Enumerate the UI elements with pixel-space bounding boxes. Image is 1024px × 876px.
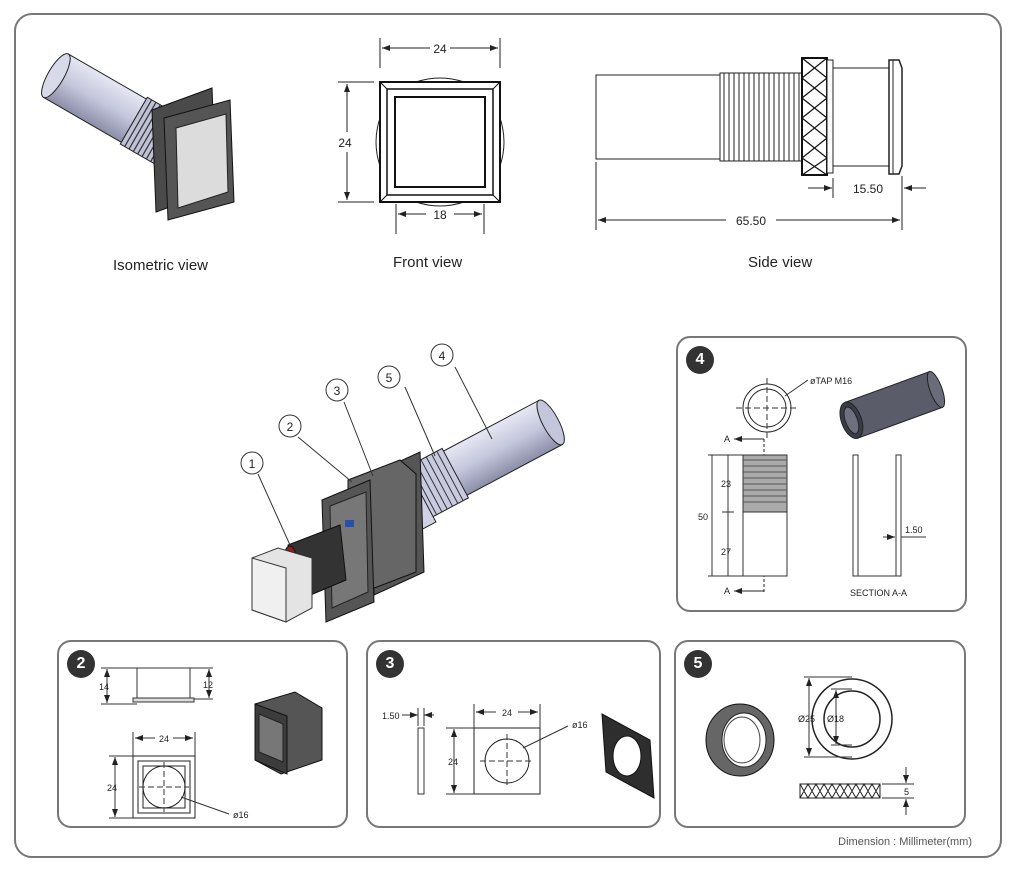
hole-dim: ø16 (233, 810, 249, 820)
dimension-unit-note: Dimension : Millimeter(mm) (838, 836, 972, 848)
part-2-drawing: 14 12 24 24 ø16 (99, 667, 323, 820)
front-view-caption: Front view (393, 254, 463, 271)
callout-4: 4 (439, 349, 446, 363)
part-2-badge: 2 (67, 650, 95, 678)
front-width-dim: 24 (433, 42, 447, 56)
side-total-length-dim: 65.50 (736, 214, 766, 228)
part-2-panel: 2 14 12 24 24 ø16 (57, 640, 348, 828)
callout-3: 3 (334, 384, 341, 398)
wall-thickness-dim: 1.50 (905, 525, 923, 535)
height-dim: 24 (107, 783, 117, 793)
length-plain-dim: 27 (721, 547, 731, 557)
hole-dim: ø16 (572, 720, 588, 730)
inner-diameter-dim: Ø18 (827, 714, 844, 724)
part-5-drawing: Ø25 Ø18 5 (705, 676, 914, 815)
isometric-view-drawing (41, 53, 235, 221)
part-3-drawing: 1.50 24 24 ø16 (382, 704, 655, 799)
section-arrow-bottom: A (724, 586, 730, 596)
part-3-panel: 3 1.50 24 24 ø16 (366, 640, 661, 828)
length-thread-dim: 23 (721, 479, 731, 489)
section-label: SECTION A-A (850, 588, 907, 598)
thickness-dim: 5 (904, 787, 909, 797)
isometric-view-caption: Isometric view (113, 257, 209, 274)
inner-height-dim: 12 (203, 680, 213, 690)
section-arrow-top: A (724, 434, 730, 444)
part-5-panel: 5 Ø25 Ø18 5 (674, 640, 966, 828)
side-front-length-dim: 15.50 (853, 182, 883, 196)
tap-label: øTAP M16 (810, 376, 852, 386)
exploded-assembly-drawing: 1 2 3 5 4 (240, 343, 565, 623)
outer-height-dim: 14 (99, 682, 109, 692)
height-dim: 24 (448, 757, 458, 767)
thickness-dim: 1.50 (382, 711, 400, 721)
part-5-badge: 5 (684, 650, 712, 678)
side-view-drawing: 15.50 65.50 (595, 57, 926, 230)
front-inner-dim: 18 (433, 208, 447, 222)
part-4-panel: 4 øTAP M16 A A 50 23 27 1.50 (676, 336, 967, 612)
outer-diameter-dim: Ø25 (798, 714, 815, 724)
callout-bubbles (240, 343, 454, 475)
front-view-drawing: 24 24 18 (338, 38, 505, 234)
callout-5: 5 (386, 371, 393, 385)
callout-2: 2 (287, 420, 294, 434)
drawing-frame (14, 13, 1002, 858)
length-total-dim: 50 (698, 512, 708, 522)
front-height-dim: 24 (338, 136, 352, 150)
part-3-badge: 3 (376, 650, 404, 678)
part-4-badge: 4 (686, 346, 714, 374)
side-view-caption: Side view (748, 254, 813, 271)
part-4-drawing: øTAP M16 A A 50 23 27 1.50 SECTION A-A (698, 370, 946, 598)
width-dim: 24 (159, 734, 169, 744)
callout-1: 1 (249, 457, 256, 471)
width-dim: 24 (502, 708, 512, 718)
